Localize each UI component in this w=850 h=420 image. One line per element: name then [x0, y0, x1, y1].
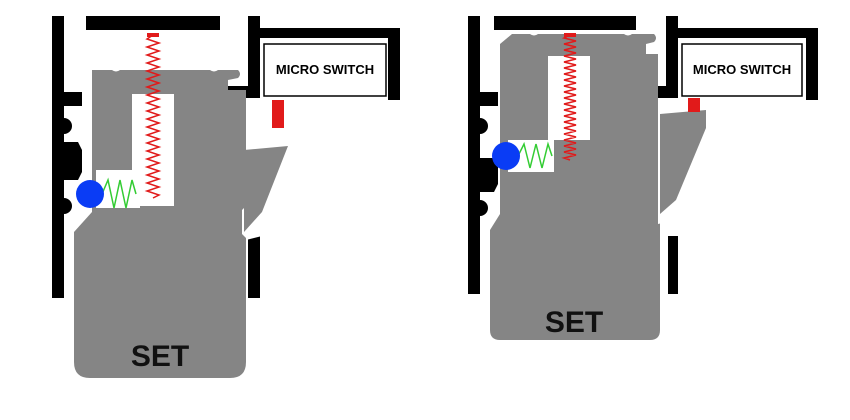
coil-spring-left	[144, 34, 162, 199]
plunger-left	[74, 70, 246, 378]
diagram-pressed: MICRO SWITCH SET	[468, 16, 818, 340]
micro-switch-label-right: MICRO SWITCH	[693, 62, 791, 77]
spring-cap-left	[147, 33, 159, 37]
actuator-arm-right	[660, 110, 706, 214]
actuator-arm-left	[244, 146, 288, 232]
detent-spring-left	[101, 177, 137, 209]
set-label-right: SET	[545, 306, 603, 339]
micro-switch-right	[681, 43, 803, 97]
coil-spring-right	[561, 34, 577, 161]
detent-ball-right	[492, 142, 520, 170]
set-label-left: SET	[131, 340, 189, 373]
switch-actuator-left	[272, 100, 284, 128]
detent-ball-left	[76, 180, 104, 208]
diagram-released: MICRO SWITCH SET	[52, 16, 400, 378]
micro-switch-label-left: MICRO SWITCH	[276, 62, 374, 77]
micro-switch-left	[263, 43, 387, 97]
switch-actuator-right	[688, 98, 700, 112]
plunger-right	[490, 34, 660, 340]
detent-spring-right	[517, 141, 553, 169]
spring-cap-right	[564, 33, 576, 37]
